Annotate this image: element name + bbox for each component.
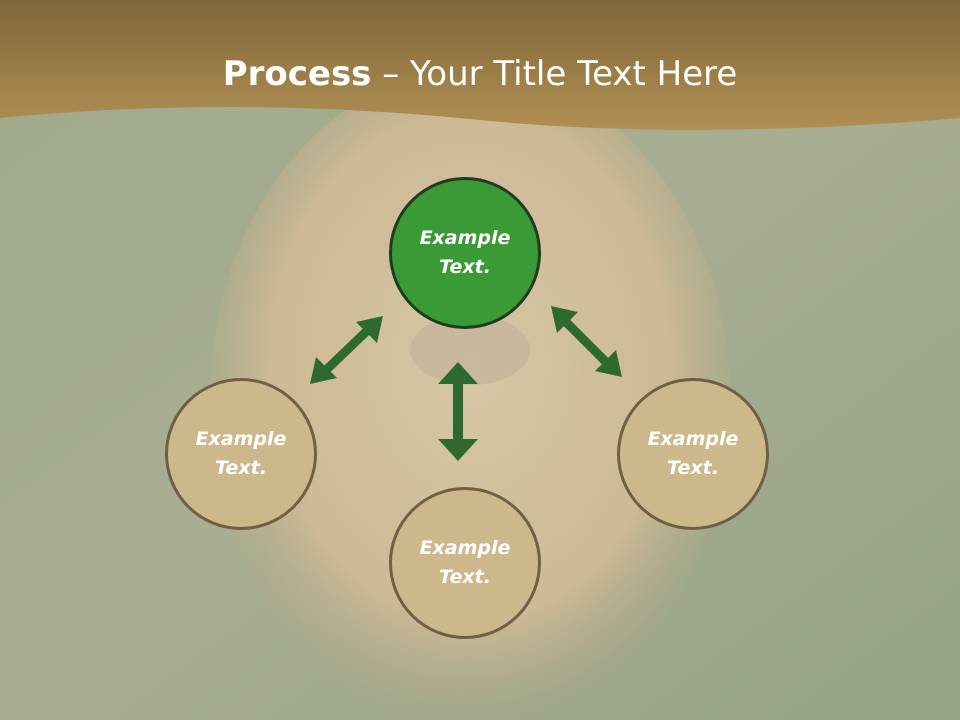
node-top-text: Example Text. xyxy=(419,227,511,278)
node-top: Example Text. xyxy=(389,177,541,329)
title-banner xyxy=(0,0,960,130)
node-right: Example Text. xyxy=(617,378,769,530)
slide-title: Process – Your Title Text Here xyxy=(0,52,960,96)
arrow-top-right xyxy=(551,306,622,377)
node-left: Example Text. xyxy=(165,378,317,530)
title-rest: – Your Title Text Here xyxy=(371,54,738,94)
node-bottom-text: Example Text. xyxy=(419,537,511,588)
node-left-text: Example Text. xyxy=(195,428,287,479)
node-bottom: Example Text. xyxy=(389,487,541,639)
arrow-top-left xyxy=(310,316,383,384)
node-right-text: Example Text. xyxy=(647,428,739,479)
dog-photo-area xyxy=(210,70,730,720)
arrow-vertical xyxy=(438,362,478,461)
title-bold: Process xyxy=(222,54,372,94)
